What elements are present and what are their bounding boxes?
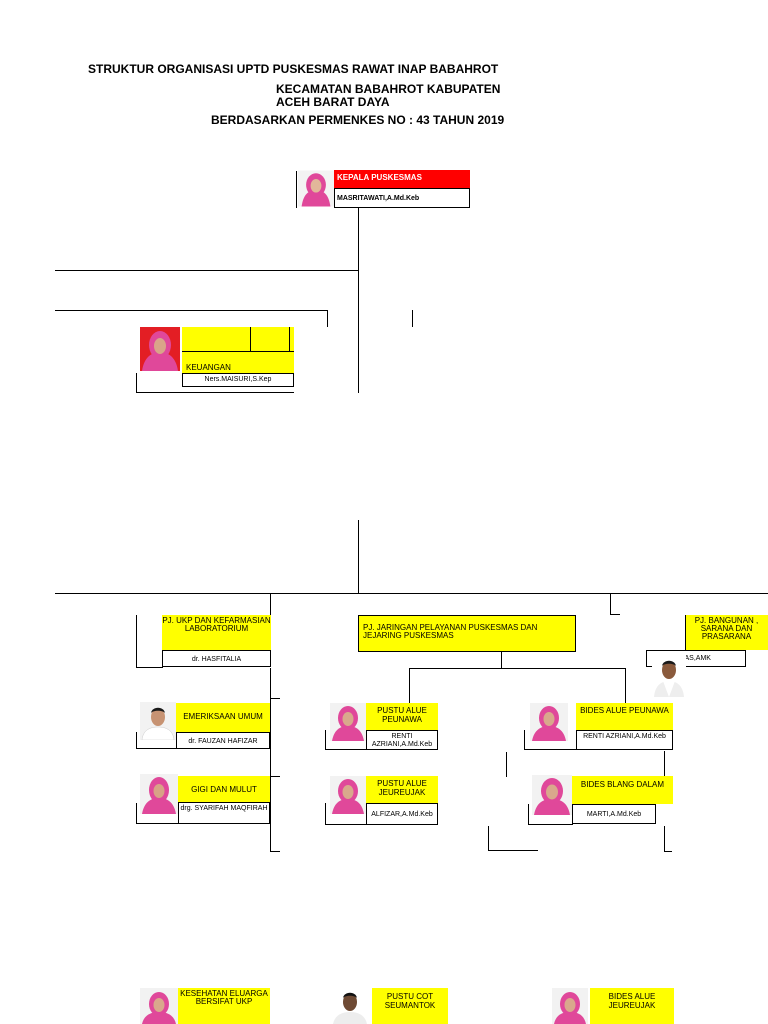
bracket-line	[325, 749, 367, 750]
connector-line	[55, 310, 328, 311]
node-title-jaringan: PJ. JARINGAN PELAYANAN PUSKESMAS DAN JEJ…	[358, 615, 576, 652]
node-title-keuangan: KEUANGAN	[182, 327, 294, 373]
connector-line	[488, 826, 489, 850]
connector-line	[270, 851, 280, 852]
node-title-kepala: KEPALA PUSKESMAS	[334, 170, 470, 188]
person-photo	[530, 703, 568, 741]
bracket-line	[528, 824, 573, 825]
node-title-pemeriksaan: EMERIKSAAN UMUM	[176, 703, 270, 732]
bracket-line	[136, 615, 137, 668]
bracket-line	[296, 171, 297, 208]
connector-line	[55, 270, 359, 271]
node-name-keuangan: Ners.MAISURI,S.Kep	[182, 373, 294, 387]
bracket-line	[136, 667, 163, 668]
connector-line	[488, 850, 538, 851]
connector-line	[664, 851, 672, 852]
node-title-bides-jeureujak: BIDES ALUE JEUREUJAK	[590, 988, 674, 1024]
connector-line	[55, 593, 768, 594]
connector-line	[327, 310, 328, 327]
connector-line	[610, 614, 620, 615]
node-name-pemeriksaan: dr. FAUZAN HAFIZAR	[176, 732, 270, 749]
bracket-line	[528, 804, 529, 825]
connector-line	[289, 327, 290, 352]
connector-line	[625, 668, 626, 703]
org-title: STRUKTUR ORGANISASI UPTD PUSKESMAS RAWAT…	[88, 62, 499, 76]
connector-line	[664, 826, 665, 851]
connector-line	[270, 776, 280, 777]
node-name-kepala: MASRITAWATI,A.Md.Keb	[334, 188, 470, 208]
node-title-ukp: PJ. UKP DAN KEFARMASIAN LABORATORIUM	[162, 615, 271, 650]
person-photo	[330, 988, 370, 1024]
connector-line	[664, 751, 665, 776]
node-name-bides-peunawa: RENTI AZRIANI,A.Md.Keb	[576, 730, 673, 750]
bracket-line	[136, 823, 179, 824]
bracket-line	[325, 730, 326, 750]
person-photo	[298, 170, 334, 207]
connector-line	[358, 520, 359, 593]
node-title-gigi: GIGI DAN MULUT	[178, 776, 270, 802]
org-subtitle-regency: ACEH BARAT DAYA	[276, 95, 390, 109]
connector-line	[412, 310, 413, 327]
bracket-line	[325, 803, 326, 825]
node-title-pustu-jeureujak: PUSTU ALUE JEUREUJAK	[366, 776, 438, 803]
node-title-bides-peunawa: BIDES ALUE PEUNAWA	[576, 703, 673, 730]
bracket-line	[136, 748, 177, 749]
person-photo	[532, 775, 572, 815]
person-photo	[140, 988, 178, 1024]
person-photo	[552, 988, 588, 1024]
person-photo	[330, 703, 366, 741]
person-photo	[140, 774, 178, 814]
bracket-line	[524, 749, 577, 750]
person-photo	[652, 653, 686, 697]
node-title-pustu-cot: PUSTU COT SEUMANTOK	[372, 988, 448, 1024]
bracket-line	[325, 824, 367, 825]
node-name-pustu-jeureujak: ALFIZAR,A.Md.Keb	[366, 803, 438, 825]
bracket-line	[524, 730, 525, 750]
bracket-line	[136, 373, 137, 393]
node-title-bides-blang: BIDES BLANG DALAM	[572, 776, 673, 804]
connector-line	[409, 668, 626, 669]
connector-line	[358, 207, 359, 393]
connector-line	[270, 698, 280, 699]
node-name-ukp: dr. HASFITALIA	[162, 650, 271, 667]
connector-line	[685, 615, 686, 650]
bracket-line	[136, 803, 137, 824]
node-title-pustu-peunawa: PUSTU ALUE PEUNAWA	[366, 703, 438, 730]
org-subtitle-regulation: BERDASARKAN PERMENKES NO : 43 TAHUN 2019	[211, 113, 505, 127]
connector-line	[250, 327, 251, 352]
connector-line	[182, 351, 294, 352]
connector-line	[501, 652, 502, 668]
node-name-bides-blang: MARTI,A.Md.Keb	[572, 804, 656, 824]
node-name-pustu-peunawa: RENTI AZRIANI,A.Md.Keb	[366, 730, 438, 750]
bracket-line	[136, 392, 294, 393]
person-photo	[140, 702, 176, 740]
connector-line	[270, 593, 271, 615]
bracket-line	[136, 732, 137, 749]
person-photo	[330, 776, 366, 814]
person-photo	[140, 327, 180, 371]
connector-line	[506, 752, 507, 777]
node-name-gigi: drg. SYARIFAH MAQFIRAH	[178, 802, 270, 824]
connector-line	[610, 593, 611, 615]
connector-line	[409, 668, 410, 703]
connector-line	[270, 668, 271, 851]
node-title-bangunan: PJ. BANGUNAN , SARANA DAN PRASARANA	[685, 615, 768, 650]
org-subtitle-district: KECAMATAN BABAHROT KABUPATEN	[276, 82, 501, 96]
node-title-kesehatan: KESEHATAN ELUARGA BERSIFAT UKP	[178, 988, 270, 1024]
